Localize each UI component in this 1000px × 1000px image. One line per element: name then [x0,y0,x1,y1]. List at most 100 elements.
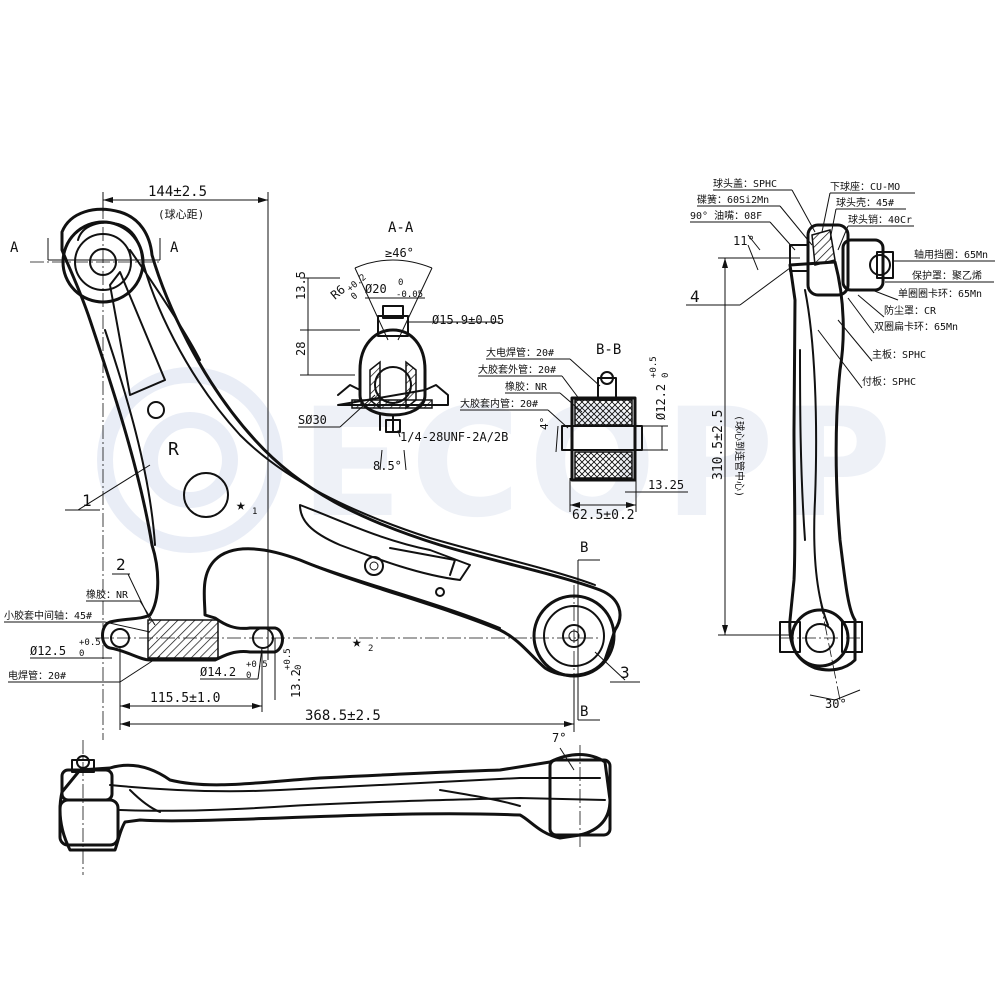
arm-hole-large [183,472,229,518]
arm-inner-flange-2 [104,329,501,629]
section-aa: A-A ≥46° 13.5 28 R6 +0.2 0 Ø20 0 -0.05 [294,220,508,473]
small-callout-shaft: 小胶套中间轴：45# [4,609,92,622]
right-ball-side [841,238,885,292]
ball-callout-1: 球头盖：SPHC [713,177,777,190]
right-dim-3105-note: (球心到连管中心) [733,415,746,497]
ball-callout-7: 轴用挡圈：65Mn [914,248,988,261]
bb-callout-2: 大胶套外管：20# [478,363,556,376]
star-mark-1: ★ [236,495,246,514]
small-dim-132: 13.2 [289,669,303,698]
bb-dim-625: 62.5±0.2 [572,508,635,523]
svg-text:0: 0 [294,665,304,670]
section-a-markers: A A [10,238,179,261]
bb-callout-3: 橡胶：NR [505,380,548,393]
star-mark-1-sub: 1 [252,507,257,517]
main-part-labels: 1 2 3 R ★ 1 ★ 2 [65,439,640,683]
right-dim-3105: 310.5±2.5 [711,410,726,480]
bb-dim-1325: 13.25 [648,478,684,492]
arm-big-bushing-mid [543,605,605,667]
arm-hole-small-lower-inner [369,561,379,571]
ball-callout-10: 防尘罩：CR [884,304,937,317]
a-left-label: A [10,240,19,256]
small-dim-d142: Ø14.2 [200,665,236,679]
star-mark-2: ★ [352,632,362,651]
b-bottom-label: B [580,704,588,720]
part-number-1: 1 [82,491,92,510]
aa-stud-cap [382,305,404,319]
aa-dim-d159: Ø15.9±0.05 [432,313,504,327]
bb-rubber-top [574,399,633,426]
ball-joint-callouts: 球头盖：SPHC 碟簧：60Si2Mn 90° 油嘴：08F 下球座：CU-MO… [690,177,995,389]
ball-callout-4: 下球座：CU-MO [830,180,900,193]
watermark-logo-inner [142,412,238,508]
section-aa-title: A-A [388,220,414,236]
svg-text:+0.5: +0.5 [649,356,659,378]
arm-rib-lower-2 [389,547,456,576]
svg-text:0: 0 [246,671,251,681]
svg-text:0: 0 [79,649,84,659]
star-mark-2-sub: 2 [368,644,373,654]
section-bb: B-B 62.5±0.2 13.25 Ø12.2 +0.5 0 4° 大电焊管：… [460,342,688,523]
right-dim-angle30: 30° [825,697,847,711]
svg-text:0: 0 [398,278,403,288]
span-dimensions: 115.5±1.0 368.5±2.5 [119,648,575,732]
svg-text:0: 0 [350,291,361,302]
ball-callout-9: 单圈圈卡环：65Mn [898,287,982,300]
small-callout-weld-pipe: 电焊管：20# [8,669,66,682]
ball-callout-2: 碟簧：60Si2Mn [697,193,769,206]
aa-dim-s30: SØ30 [298,413,327,427]
right-dim-angle11: 11° [733,234,755,248]
bb-dim-angle4: 4° [538,417,551,430]
dim-top-span-note: (球心距) [158,207,204,221]
region-mark-r: R [168,439,179,460]
side-ball-lower [58,798,120,847]
arm-rib-lower [299,504,471,581]
svg-text:+0.5: +0.5 [283,648,293,670]
side-view-stiffener [129,789,521,813]
watermark-logo-ring [97,367,283,553]
bb-callout-4: 大胶套内管：20# [460,397,538,410]
arm-rib-right [129,249,201,361]
aa-dim-angle85: 8.5° [373,459,402,473]
section-b-markers: B B [577,540,600,721]
part-number-4: 4 [690,287,700,306]
arm-outline [60,207,622,677]
ball-callout-6: 球头销：40Cr [848,213,912,226]
svg-text:+0.5: +0.5 [246,660,268,670]
aa-dim-d20: Ø20 [365,282,387,296]
dim-top-span: 144±2.5 (球心距) [102,184,269,660]
aa-dim-thread: 1/4-28UNF-2A/2B [400,430,508,444]
aa-thread [385,419,401,433]
svg-text:-0.05: -0.05 [396,290,423,300]
ball-callout-11: 双圈扁卡环：65Mn [874,320,958,333]
side-dim-angle7: 7° [552,731,566,745]
bottom-side-view: 7° [58,731,612,875]
bb-callout-1: 大电焊管：20# [486,346,554,359]
arm-hole-tiny [435,587,445,597]
bb-rubber-bottom [574,451,633,479]
aa-dim-r6: R6 [328,282,348,302]
aa-dim-28: 28 [294,342,308,356]
a-right-label: A [170,240,179,256]
ball-callout-3: 90° 油嘴：08F [690,209,762,222]
part-number-2: 2 [116,555,126,574]
side-view-flange-upper [109,777,601,793]
arm-rib-upper [109,271,166,396]
ball-callout-13: 付板：SPHC [862,375,916,388]
bb-weld-tube [597,377,617,401]
dim-span-1155: 115.5±1.0 [150,691,220,706]
ball-callout-12: 主板：SPHC [872,348,926,361]
small-bushing-callouts: 橡胶：NR 小胶套中间轴：45# 电焊管：20# Ø12.5 +0.5 0 Ø1… [4,588,304,700]
right-arm-outline [788,260,857,672]
svg-text:+0.5: +0.5 [79,638,101,648]
side-view-flange-lower [119,797,606,812]
dim-span-3685: 368.5±2.5 [305,708,381,724]
aa-stud-top [377,315,409,337]
arm-hole-small-upper [147,401,165,419]
svg-text:0: 0 [661,373,671,378]
small-dim-d125: Ø12.5 [30,644,66,658]
ball-callout-5: 球头壳：45# [836,196,894,209]
b-top-label: B [580,540,588,556]
section-bb-title: B-B [596,342,621,358]
